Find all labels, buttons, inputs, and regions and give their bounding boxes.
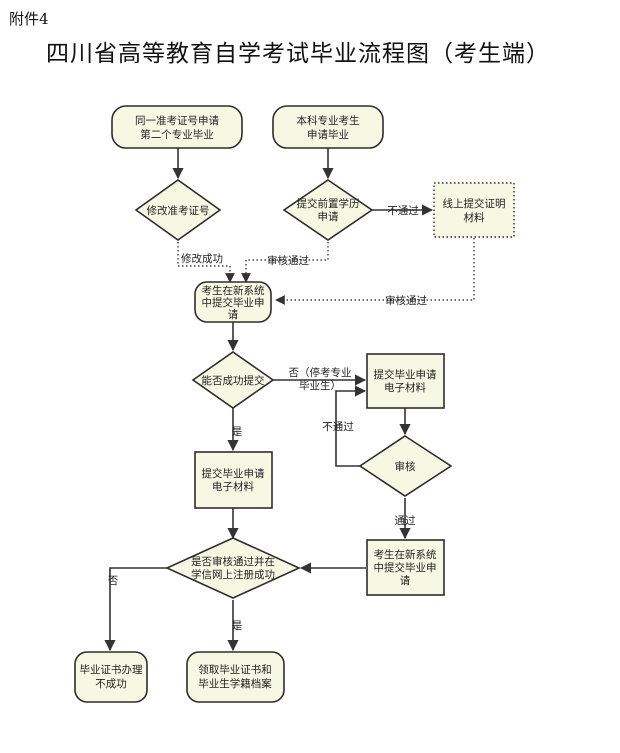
node-text: 中提交毕业申 (374, 561, 437, 574)
node-new-system-2: 考生在新系统 中提交毕业申 请 (366, 539, 445, 596)
attachment-label: 附件4 (9, 10, 49, 28)
node-text: 学信网上注册成功 (191, 568, 275, 581)
edge-final-to-fail (104, 567, 167, 652)
node-text: 修改准考证号 (147, 204, 210, 217)
edge-label-no-stop-1: 否（停考专业 (289, 366, 352, 379)
edge-label-audit-pass-1: 审核通过 (267, 254, 309, 267)
edge-label-yes-1: 是 (232, 426, 243, 438)
node-text: 请 (228, 308, 239, 321)
node-text: 线上提交证明 (443, 197, 506, 210)
node-text: 毕业生学籍档案 (198, 677, 272, 690)
edge-label-no-2: 否 (108, 575, 119, 587)
node-same-ticket: 同一准考证号申请 第二个专业毕业 (111, 105, 243, 149)
node-text: 是否审核通过并在 (191, 555, 275, 568)
node-text: 不成功 (95, 678, 127, 690)
node-text: 材料 (464, 211, 485, 224)
node-text: 电子材料 (384, 381, 426, 394)
edge-modify-to-newsys (177, 242, 235, 283)
edge-label-no-stop-2: 毕业生） (299, 379, 341, 392)
connectors (104, 148, 475, 652)
node-text: 电子材料 (212, 480, 254, 493)
node-receive: 领取毕业证书和 毕业生学籍档案 (186, 651, 285, 703)
node-text: 提交毕业申请 (374, 368, 437, 381)
node-text: 第二个专业毕业 (140, 128, 214, 141)
node-text: 提交前置学历 (297, 197, 360, 210)
node-text: 考生在新系统 (202, 284, 265, 297)
node-undergrad: 本科专业考生 申请毕业 (272, 105, 384, 149)
node-text: 提交毕业申请 (202, 467, 265, 480)
node-text: 请 (400, 574, 411, 587)
edge-label-modify-success: 修改成功 (181, 252, 223, 265)
node-text: 审核 (395, 460, 416, 473)
node-text: 同一准考证号申请 (135, 114, 219, 127)
node-text: 领取毕业证书和 (198, 663, 272, 676)
node-text: 考生在新系统 (374, 548, 437, 561)
node-text: 中提交毕业申 (202, 296, 265, 309)
node-new-system-1: 考生在新系统 中提交毕业申 请 (194, 281, 272, 323)
node-can-submit: 能否成功提交 (191, 351, 275, 409)
node-submit-materials-a: 提交毕业申请 电子材料 (194, 451, 273, 509)
node-offline-proof: 线上提交证明 材料 (433, 182, 515, 238)
node-text: 毕业证书办理 (80, 663, 143, 676)
edge-label-not-pass-top: 不通过 (387, 204, 419, 217)
edge-label-yes-2: 是 (232, 620, 243, 632)
edge-label-not-pass-review: 不通过 (322, 420, 354, 433)
node-review: 审核 (358, 435, 453, 497)
node-text: 申请 (318, 210, 339, 223)
edge-label-audit-pass-2: 审核通过 (385, 294, 427, 307)
document-title: 四川省高等教育自学考试毕业流程图（考生端） (46, 41, 550, 67)
edge-prior-to-newsys (241, 242, 329, 283)
node-modify-ticket: 修改准考证号 (134, 179, 222, 241)
node-submit-prior: 提交前置学历 申请 (282, 179, 374, 241)
edge-proof-to-newsys (275, 238, 475, 305)
node-fail: 毕业证书办理 不成功 (74, 651, 148, 703)
node-text: 能否成功提交 (202, 374, 265, 387)
node-text: 本科专业考生 (297, 114, 360, 127)
edge-label-pass: 通过 (395, 514, 416, 527)
node-final-check: 是否审核通过并在 学信网上注册成功 (165, 537, 301, 599)
edge-review-reject (335, 385, 367, 467)
node-text: 申请毕业 (307, 128, 349, 141)
edge-labels: 不通过 修改成功 审核通过 审核通过 否（停考专业 毕业生） 是 不通过 通过 … (108, 204, 428, 632)
node-submit-materials-b: 提交毕业申请 电子材料 (366, 353, 445, 409)
